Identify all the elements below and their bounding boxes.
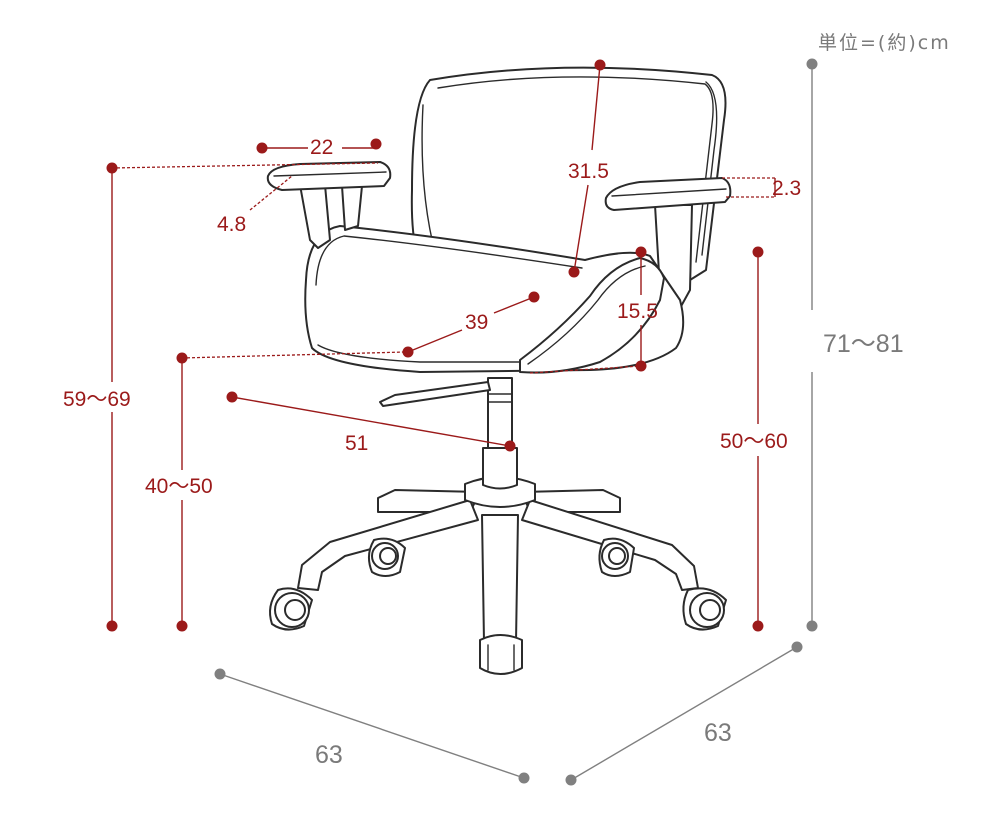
armrest-thickness-label: 4.8 bbox=[217, 213, 246, 236]
seat-back-marker bbox=[528, 291, 540, 303]
seat-front-top-marker bbox=[752, 246, 764, 258]
seat-front-bottom-marker bbox=[752, 620, 764, 632]
seat-front-height-label: 50～60 bbox=[720, 430, 788, 453]
dimension-labels: 単位=(約)cm 22 4.8 31.5 2.3 39 15.5 59～69 4… bbox=[63, 32, 951, 769]
armrest-width-marker-right bbox=[370, 138, 382, 150]
chair-illustration bbox=[266, 66, 732, 675]
armrest-width-marker-left bbox=[256, 142, 268, 154]
chair-right-armrest bbox=[604, 177, 732, 331]
base-depth-right-marker bbox=[791, 641, 803, 653]
armrest-floor-height-label: 59～69 bbox=[63, 388, 131, 411]
seat-floor-top-marker bbox=[176, 352, 188, 364]
chair-seat bbox=[304, 225, 685, 374]
base-width-label: 63 bbox=[315, 741, 343, 769]
chair-base bbox=[297, 377, 699, 643]
seat-center-label: 51 bbox=[345, 432, 368, 455]
seat-depth-label: 39 bbox=[465, 311, 488, 334]
backrest-height-label: 31.5 bbox=[568, 160, 609, 183]
chair-casters bbox=[269, 537, 727, 675]
arm-floor-top-marker bbox=[106, 162, 118, 174]
base-depth-left-marker bbox=[565, 774, 577, 786]
armrest-width-label: 22 bbox=[310, 136, 333, 159]
arm-floor-bottom-marker bbox=[106, 620, 118, 632]
seat-center-end-marker bbox=[504, 440, 516, 452]
chair-left-armrest bbox=[266, 161, 392, 249]
armrest-pad-height-label: 2.3 bbox=[772, 177, 801, 200]
arm-height-bottom-marker bbox=[635, 360, 647, 372]
dimension-lines bbox=[106, 59, 776, 632]
overall-height-top-marker bbox=[806, 58, 818, 70]
seat-center-start-marker bbox=[226, 391, 238, 403]
chair-backrest bbox=[410, 66, 727, 283]
overall-height-bottom-marker bbox=[806, 620, 818, 632]
seat-floor-bottom-marker bbox=[176, 620, 188, 632]
arm-height-label: 15.5 bbox=[617, 300, 658, 323]
overall-dimension-lines bbox=[214, 58, 818, 786]
backrest-bottom-marker bbox=[568, 266, 580, 278]
seat-floor-height-label: 40～50 bbox=[145, 475, 213, 498]
base-width-right-marker bbox=[518, 772, 530, 784]
backrest-top-marker bbox=[594, 59, 606, 71]
base-width-left-marker bbox=[214, 668, 226, 680]
arm-height-top-marker bbox=[635, 246, 647, 258]
overall-height-label: 71～81 bbox=[823, 330, 904, 358]
base-depth-label: 63 bbox=[704, 719, 732, 747]
seat-front-marker bbox=[402, 346, 414, 358]
unit-label: 単位=(約)cm bbox=[818, 32, 951, 54]
